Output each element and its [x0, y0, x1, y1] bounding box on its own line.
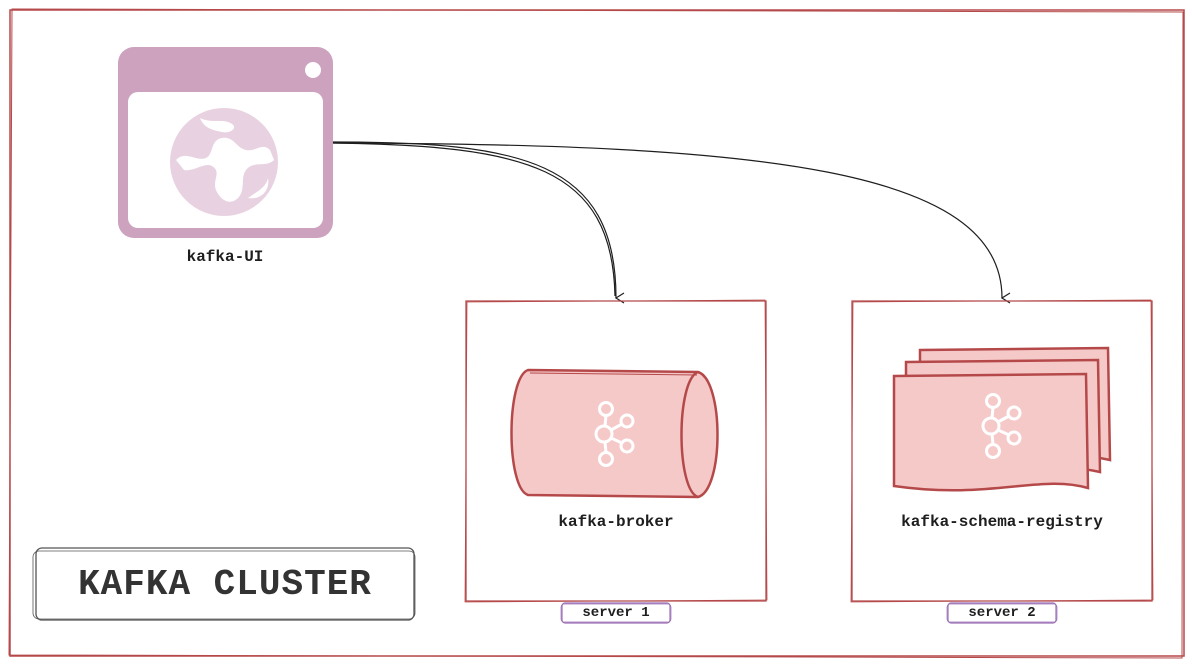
cluster-title: KAFKA CLUSTER — [78, 564, 372, 605]
kafka-ui-icon — [118, 47, 333, 238]
server-1-box — [464, 299, 768, 603]
kafka-broker-icon — [510, 368, 719, 499]
server-2-label: server 2 — [968, 605, 1036, 621]
server-2-box — [850, 299, 1154, 603]
kafka-ui-label: kafka-UI — [186, 248, 264, 266]
server-1-label: server 1 — [582, 605, 650, 621]
arrow-ui-to-registry — [332, 142, 1011, 304]
server-2-tag-outline — [946, 602, 1058, 624]
server-1-tag-outline — [560, 602, 672, 624]
cluster-border — [8, 8, 1185, 659]
cluster-title-box — [32, 547, 416, 621]
kafka-logo-icon — [981, 393, 1022, 459]
arrow-ui-to-broker — [332, 141, 625, 304]
kafka-logo-icon — [594, 401, 635, 467]
kafka-schema-registry-icon — [892, 346, 1112, 492]
globe-icon — [170, 108, 278, 216]
kafka-schema-registry-label: kafka-schema-registry — [901, 513, 1103, 531]
kafka-broker-label: kafka-broker — [558, 513, 674, 531]
